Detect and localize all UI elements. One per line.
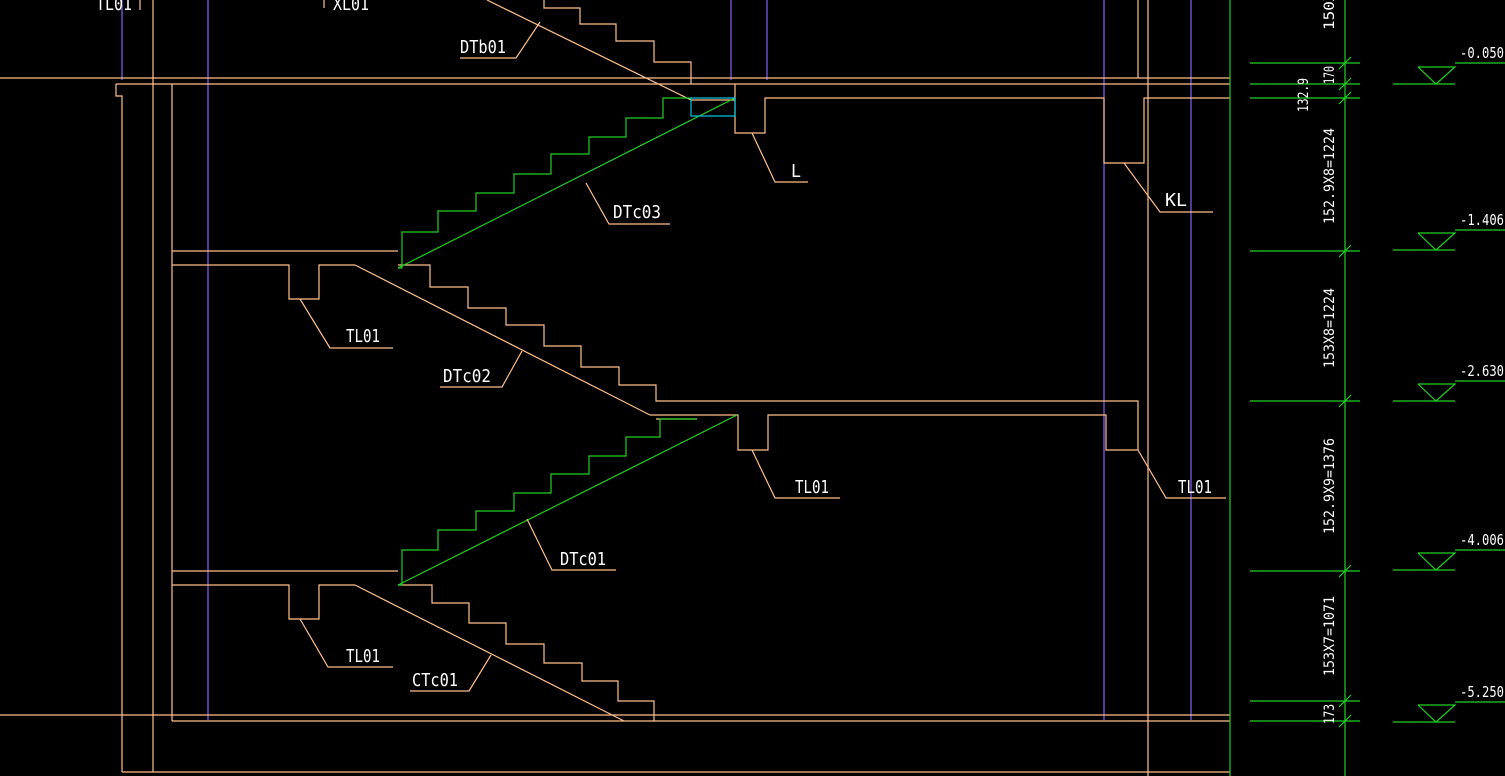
dimension-lines <box>1229 0 1505 776</box>
level-1: -0.050 <box>1460 44 1504 62</box>
dim-top: 150X8 <box>1322 0 1338 30</box>
level-4: -4.006 <box>1460 531 1504 549</box>
label-xl01-top: XL01 <box>333 0 369 15</box>
label-tl01-top: TL01 <box>96 0 132 15</box>
leader-lines <box>299 21 1226 692</box>
label-l: L <box>791 161 801 182</box>
dim-1376: 152.9X9=1376 <box>1322 438 1338 534</box>
dim-132-9: 132.9 <box>1296 78 1312 112</box>
label-tl01-mid: TL01 <box>795 477 829 498</box>
dim-1224-a: 152.9X8=1224 <box>1322 128 1338 224</box>
structure-lines <box>0 0 1230 776</box>
landing-highlight <box>690 97 736 117</box>
label-dtb01: DTb01 <box>460 37 506 58</box>
label-dtc02: DTc02 <box>443 366 491 387</box>
label-kl: KL <box>1165 190 1187 211</box>
level-5: -5.250 <box>1460 683 1504 701</box>
dim-170: 170 <box>1322 66 1338 84</box>
level-3: -2.630 <box>1460 362 1504 380</box>
dim-173: 173 <box>1322 704 1338 724</box>
label-dtc03: DTc03 <box>613 202 661 223</box>
dim-1224-b: 153X8=1224 <box>1322 288 1338 368</box>
level-2: -1.406 <box>1460 211 1504 229</box>
label-ctc01: CTc01 <box>412 670 458 691</box>
label-tl01-lower-left: TL01 <box>346 646 380 667</box>
label-tl01-upper-left: TL01 <box>346 326 380 347</box>
label-tl01-right: TL01 <box>1178 477 1212 498</box>
dim-1071: 153X7=1071 <box>1322 596 1338 676</box>
axis-lines <box>121 0 1192 720</box>
stair-flights-green <box>397 97 738 586</box>
label-dtc01: DTc01 <box>560 549 606 570</box>
